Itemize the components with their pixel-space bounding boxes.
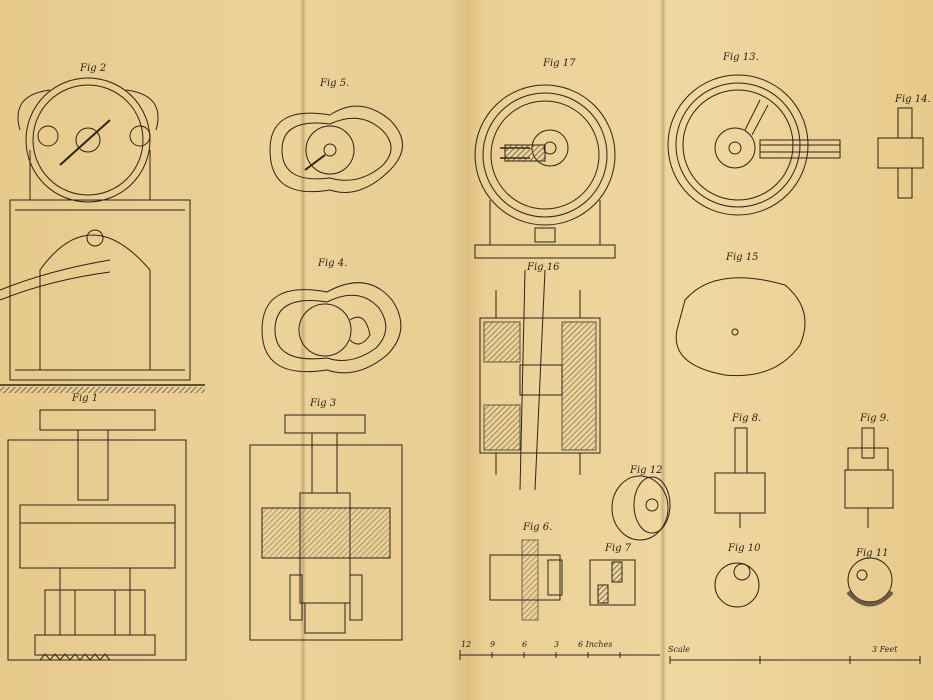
figure-4-label: Fig 4. — [318, 258, 348, 269]
scale-inches-label: 6 Inches — [578, 640, 613, 649]
figure-16-label: Fig 16 — [527, 262, 560, 273]
figure-17-label: Fig 17 — [543, 58, 576, 69]
figure-7-drawing — [589, 559, 636, 606]
figure-1-drawing — [7, 409, 187, 661]
figure-16-drawing — [479, 269, 601, 491]
figure-6-label: Fig 6. — [523, 522, 553, 533]
figure-5-drawing — [269, 105, 403, 193]
scale-feet-label: 3 Feet — [872, 645, 898, 654]
page-fold — [300, 0, 306, 700]
figure-3-label: Fig 3 — [310, 398, 337, 409]
figure-4-drawing — [261, 282, 402, 374]
figure-17-drawing — [474, 84, 616, 259]
scale-label: Scale — [668, 645, 691, 654]
figure-7-label: Fig 7 — [605, 543, 632, 554]
scale-tick-12: 12 — [461, 640, 472, 649]
figure-10-drawing — [714, 562, 760, 608]
figure-14-label: Fig 14. — [895, 94, 931, 105]
figure-15-label: Fig 15 — [726, 252, 759, 263]
figure-14-drawing — [877, 107, 924, 199]
figure-9-drawing — [844, 427, 894, 528]
figure-12-label: Fig 12 — [630, 465, 663, 476]
figure-11-drawing — [846, 557, 894, 607]
figure-10-label: Fig 10 — [728, 543, 761, 554]
page-fold — [660, 0, 666, 700]
scale-tick-6: 6 — [522, 640, 528, 649]
figure-2-drawing — [0, 77, 205, 393]
scale-tick-9: 9 — [490, 640, 496, 649]
figure-2-label: Fig 2 — [80, 63, 107, 74]
figure-13-drawing — [667, 74, 841, 216]
figure-8-drawing — [714, 427, 766, 528]
figure-6-drawing — [489, 539, 563, 621]
figure-5-label: Fig 5. — [320, 78, 350, 89]
figure-11-label: Fig 11 — [856, 548, 889, 559]
scale-bar — [459, 650, 921, 664]
figure-3-drawing — [249, 414, 403, 641]
figure-12-drawing — [611, 475, 671, 541]
figure-9-label: Fig 9. — [860, 413, 890, 424]
figure-15-drawing — [675, 277, 806, 377]
figure-13-label: Fig 13. — [723, 52, 759, 63]
figure-8-label: Fig 8. — [732, 413, 762, 424]
scale-tick-3: 3 — [554, 640, 560, 649]
figure-1-label: Fig 1 — [72, 393, 99, 404]
